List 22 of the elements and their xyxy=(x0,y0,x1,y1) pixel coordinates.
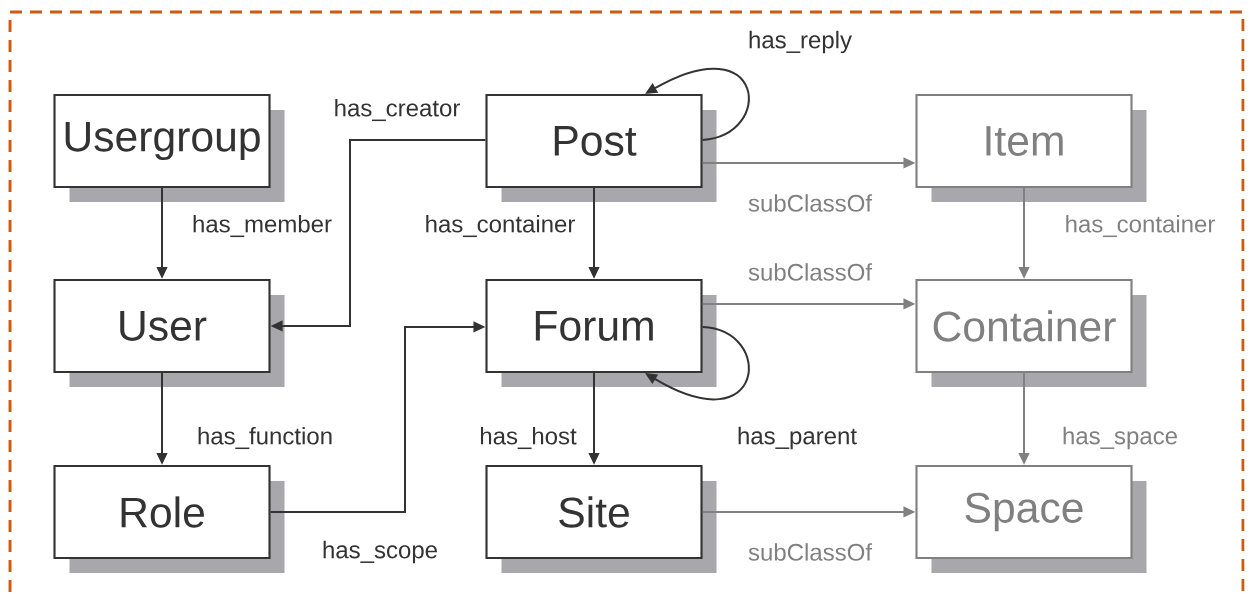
edge-label: has_container xyxy=(1063,213,1217,239)
class-box: Post xyxy=(485,93,717,202)
class-box: Container xyxy=(915,278,1147,387)
edge-label: subClassOf xyxy=(746,541,874,563)
class-box: Space xyxy=(915,464,1147,573)
class-box: User xyxy=(53,278,285,387)
edge-label: has_creator xyxy=(332,97,462,123)
class-box: Item xyxy=(915,93,1147,202)
class-box: Forum xyxy=(485,278,717,387)
edge-label: has_reply xyxy=(746,29,854,55)
edge-label: has_space xyxy=(1060,425,1180,451)
edge-label: has_container xyxy=(423,213,577,239)
edge-label: subClassOf xyxy=(746,261,874,283)
edge-label: has_host xyxy=(477,425,579,451)
class-box: Site xyxy=(485,464,717,573)
class-box: Usergroup xyxy=(53,93,285,202)
edge-label: has_scope xyxy=(320,539,440,565)
edge-label: has_member xyxy=(190,213,334,239)
class-box: Role xyxy=(53,464,285,573)
edge-label: subClassOf xyxy=(746,192,874,214)
edge-label: has_function xyxy=(195,425,335,451)
edge-label: has_parent xyxy=(735,425,859,451)
